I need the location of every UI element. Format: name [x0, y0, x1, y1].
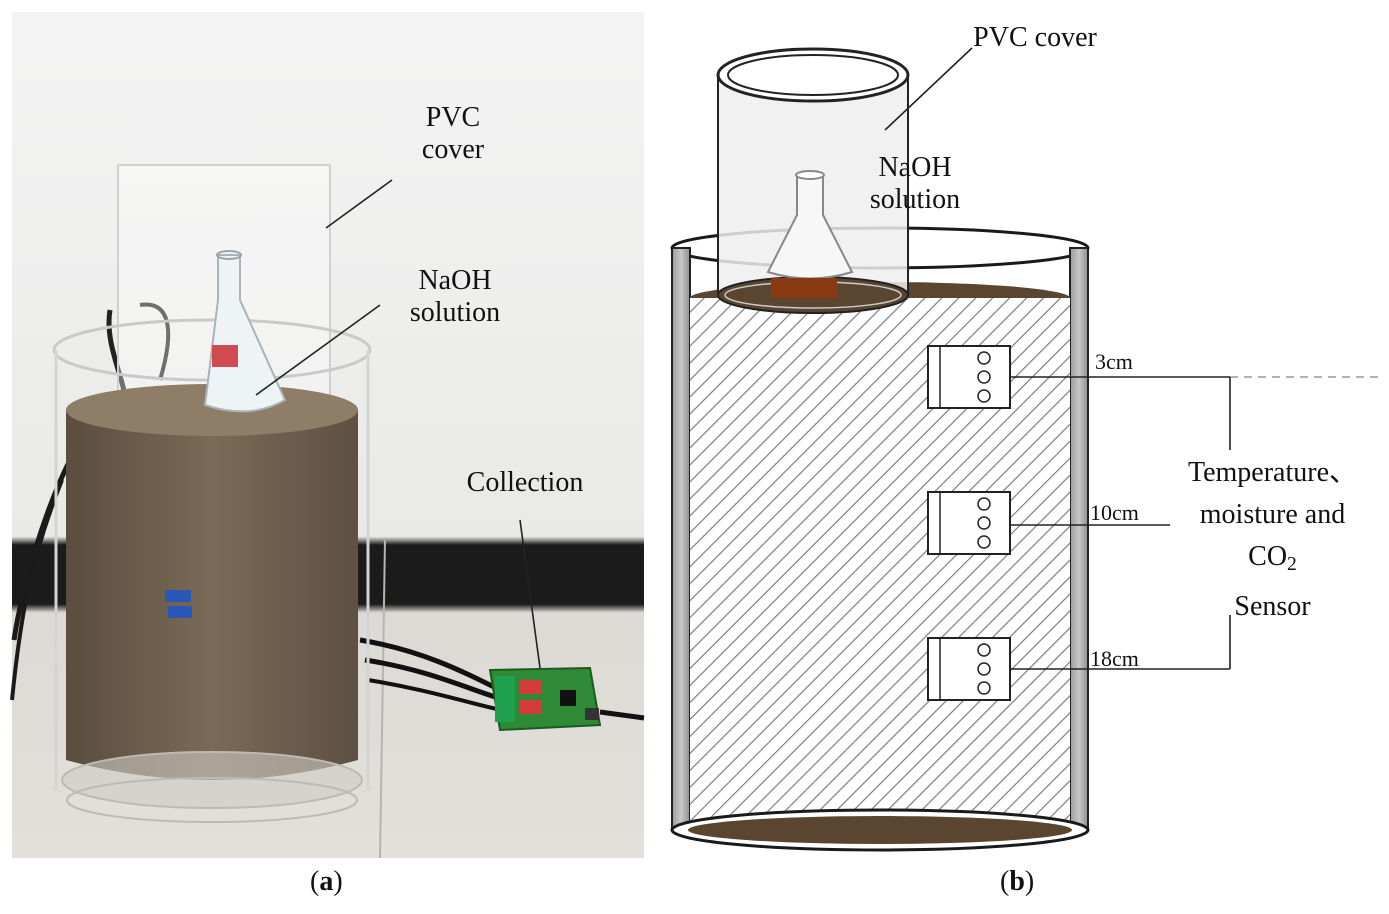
- label-naoh-b-line1: NaOH: [878, 152, 952, 183]
- cable: [10, 479, 64, 701]
- label-pvc-line1: PVC: [425, 102, 481, 133]
- caption-a: (a): [310, 866, 343, 897]
- collection-board-photo: [488, 666, 602, 732]
- soil-surface-photo: [66, 384, 358, 436]
- sensor-label-line1: Temperature、: [1187, 457, 1358, 488]
- panel-b-schematic: [670, 47, 1380, 852]
- sensor-label-line2: moisture and: [1199, 499, 1346, 530]
- leader-naoh-a: [255, 304, 381, 396]
- tag: [165, 590, 191, 602]
- cable: [364, 657, 506, 703]
- label-naoh-b: NaOH solution: [850, 152, 980, 216]
- leader-pvc-a: [325, 179, 393, 229]
- label-naoh-line2: solution: [409, 297, 501, 328]
- sensor-label-line3: CO2: [1248, 541, 1297, 575]
- depth-label-10cm: 10cm: [1090, 500, 1139, 525]
- naoh-liquid: [771, 278, 837, 298]
- label-naoh-b-line2: solution: [869, 184, 961, 215]
- tag: [168, 606, 192, 618]
- label-pvc-line2: cover: [421, 134, 485, 165]
- sensor-10cm: [927, 491, 1011, 555]
- flask-photo: [203, 254, 287, 413]
- depth-label-3cm: 3cm: [1095, 349, 1133, 374]
- leader-collection-a: [519, 519, 541, 669]
- label-naoh-a: NaOH solution: [390, 265, 520, 329]
- panel-a-photo: [10, 12, 645, 859]
- sensor-18cm: [927, 637, 1011, 701]
- cable: [599, 709, 645, 721]
- label-pvc-cover-b: PVC cover: [973, 22, 1097, 53]
- cable: [106, 309, 128, 396]
- soil-bottom: [688, 816, 1072, 844]
- floor-seam: [379, 539, 386, 859]
- tube-wall-left: [671, 247, 691, 829]
- sensor-3cm: [927, 345, 1011, 409]
- leader-pvc-b: [884, 47, 973, 131]
- flask-sticker: [212, 345, 238, 367]
- flask-schematic: [766, 170, 854, 298]
- tube-wall-right: [1069, 247, 1089, 829]
- label-sensor: Temperature、 moisture and CO2 Sensor: [1165, 452, 1380, 628]
- caption-a-letter: a: [319, 866, 334, 897]
- depth-label-18cm: 18cm: [1090, 646, 1139, 671]
- sensor-label-line4: Sensor: [1234, 590, 1311, 622]
- soil-column-photo: [66, 410, 358, 780]
- label-collection: Collection: [466, 467, 584, 498]
- base-plate: [61, 751, 363, 809]
- cable: [359, 637, 502, 693]
- caption-b-letter: b: [1009, 866, 1025, 897]
- caption-b: (b): [1000, 866, 1035, 897]
- label-pvc-cover-a: PVC cover: [388, 102, 518, 166]
- label-naoh-line1: NaOH: [418, 265, 492, 296]
